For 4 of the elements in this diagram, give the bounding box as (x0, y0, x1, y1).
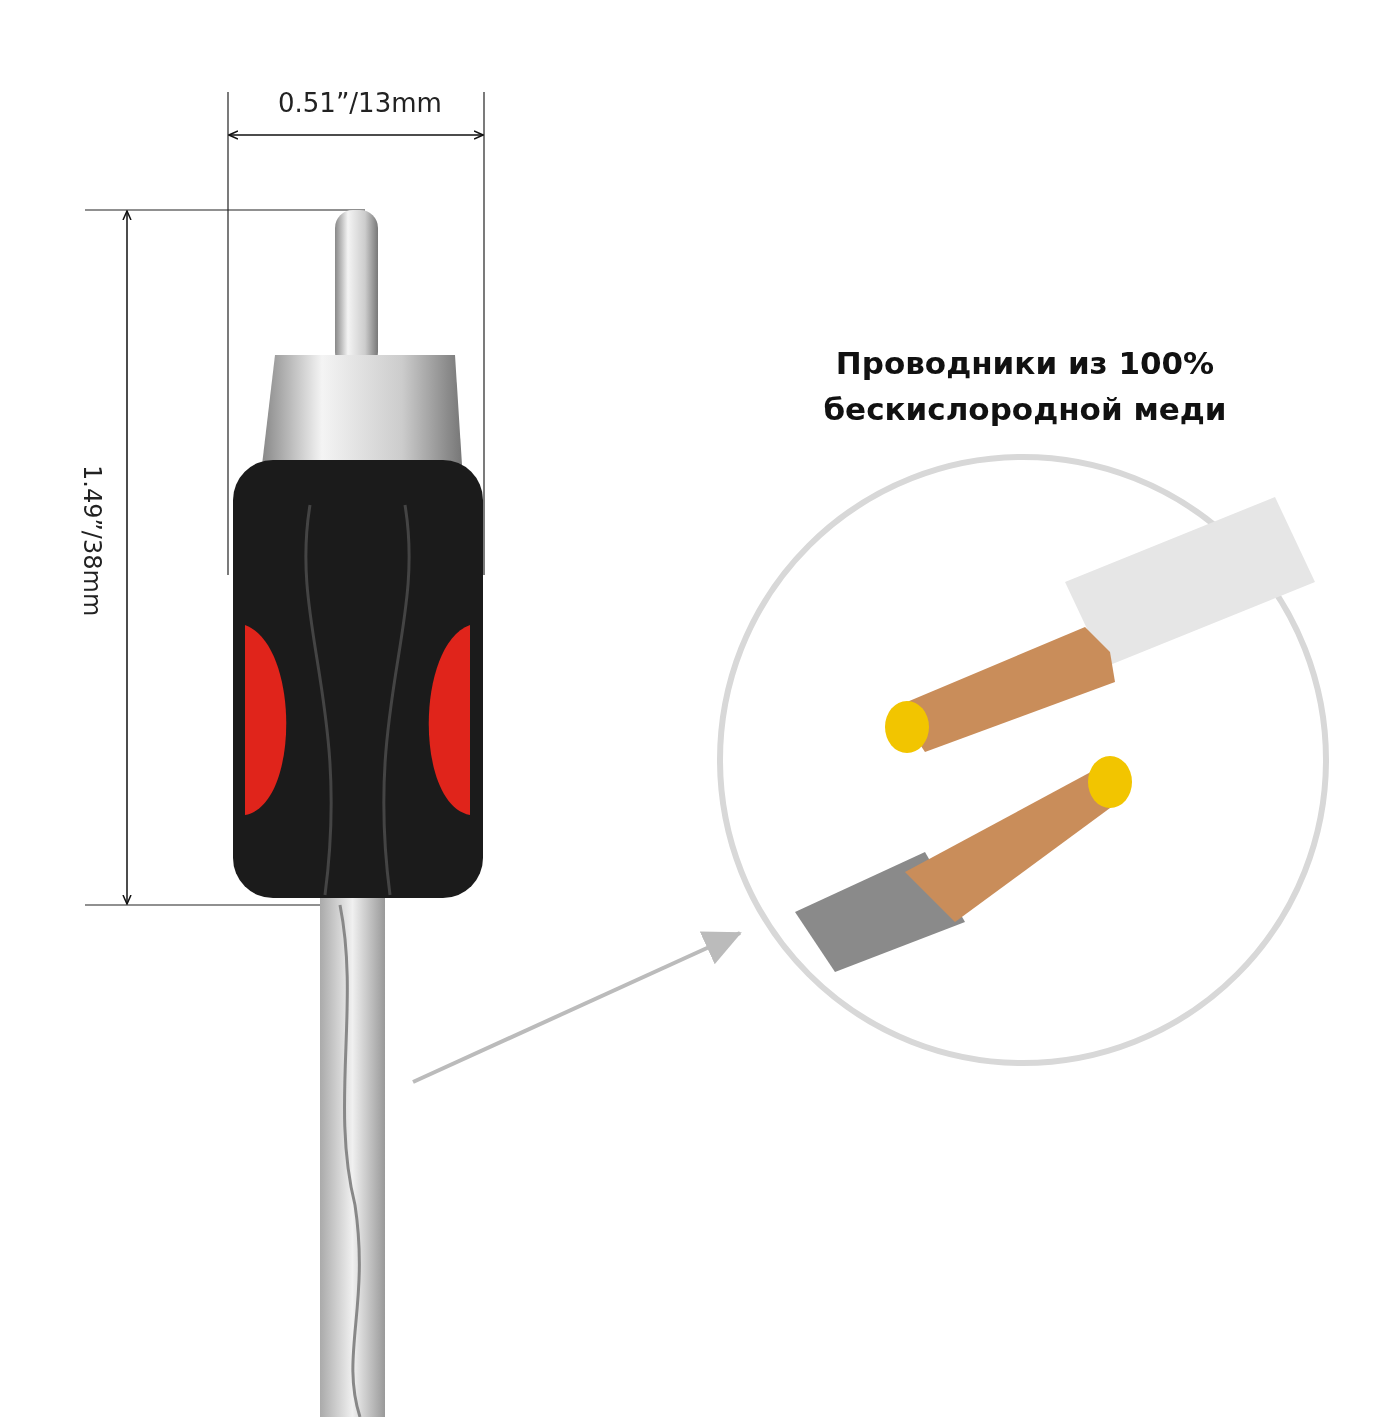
heading: Проводники из 100% бескислородной меди (822, 344, 1228, 429)
arrow (412, 931, 742, 1084)
dimension-label: 1.49”/38mm (78, 465, 106, 617)
dimension-label: 0.51”/13mm (278, 88, 442, 118)
